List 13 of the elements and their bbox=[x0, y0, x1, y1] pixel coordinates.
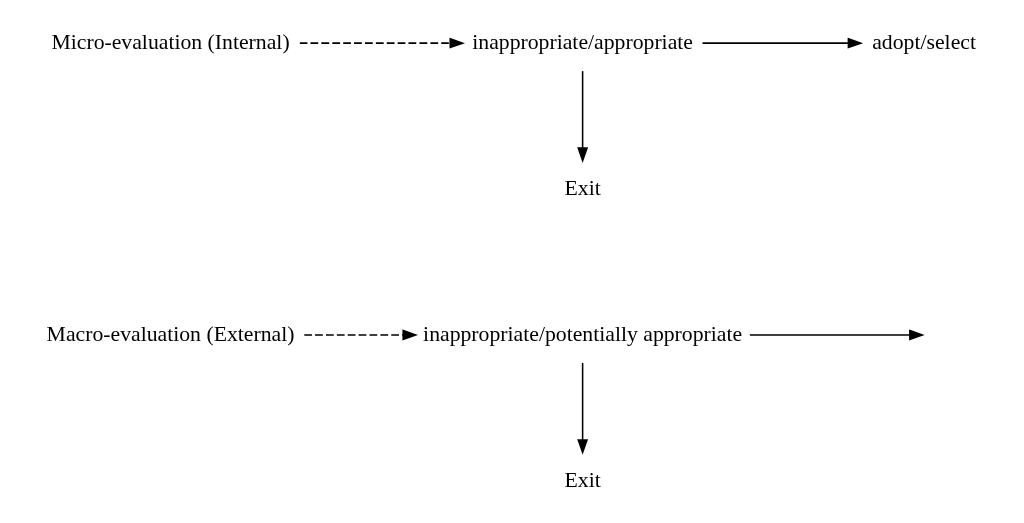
arrow bbox=[749, 329, 925, 340]
arrow bbox=[303, 329, 418, 340]
node-text: Exit bbox=[564, 467, 601, 492]
node-text: inappropriate/potentially appropriate bbox=[423, 321, 743, 346]
node-text: adopt/select bbox=[872, 29, 976, 54]
arrow bbox=[577, 361, 589, 455]
node-text: Exit bbox=[564, 175, 601, 200]
arrow bbox=[577, 69, 589, 163]
node-text: inappropriate/appropriate bbox=[472, 29, 693, 54]
node-text: Macro-evaluation (External) bbox=[46, 321, 295, 346]
arrow bbox=[701, 37, 864, 49]
node-text: Micro-evaluation (Internal) bbox=[51, 29, 290, 54]
arrow bbox=[299, 37, 465, 49]
